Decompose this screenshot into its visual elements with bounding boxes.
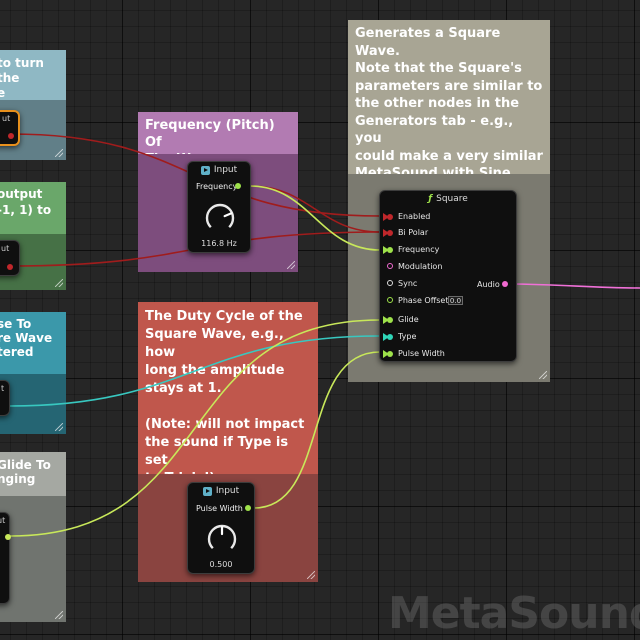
enabled-label: Enabled xyxy=(398,212,431,221)
bipolar-input-node[interactable]: ut xyxy=(0,240,20,276)
square-node-title: Square xyxy=(436,193,468,204)
type-pin-dot xyxy=(387,334,393,340)
sync-label: Sync xyxy=(398,279,418,288)
modulation-pin[interactable] xyxy=(387,263,393,269)
glide-input-title: ut xyxy=(0,516,6,525)
comment-type-text: se To re Wave tered xyxy=(0,317,53,359)
type-input-title: t xyxy=(1,384,5,393)
pulse-width-knob[interactable] xyxy=(202,517,242,557)
comment-resize-handle[interactable] xyxy=(307,571,315,579)
glide-input-node[interactable]: ut xyxy=(0,512,11,604)
comment-resize-handle[interactable] xyxy=(287,261,295,269)
phase-offset-label: Phase Offset xyxy=(398,296,449,305)
bipolar-output-pin[interactable] xyxy=(7,264,13,270)
enabled-input-title: ut xyxy=(2,114,11,123)
pulse-width-input-label: Pulse Width xyxy=(398,349,445,358)
enabled-output-pin[interactable] xyxy=(8,133,14,139)
enabled-pin-dot xyxy=(387,214,393,220)
comment-duty-cycle-text: The Duty Cycle of the Square Wave, e.g.,… xyxy=(138,302,318,474)
function-icon: ƒ xyxy=(428,193,433,204)
pulse-width-pin-dot xyxy=(387,351,393,357)
bipolar-label: Bi Polar xyxy=(398,228,429,237)
type-label: Type xyxy=(398,332,417,341)
modulation-label: Modulation xyxy=(398,262,443,271)
frequency-input-header: Input xyxy=(188,162,250,178)
bipolar-pin-dot xyxy=(387,230,393,236)
type-pin[interactable] xyxy=(383,333,389,341)
comment-resize-handle[interactable] xyxy=(55,423,63,431)
input-icon xyxy=(202,486,212,496)
audio-output-label: Audio xyxy=(477,280,500,289)
frequency-pin[interactable] xyxy=(383,246,389,254)
metasounds-watermark: MetaSounds xyxy=(388,588,640,639)
frequency-output-pin[interactable] xyxy=(235,183,241,189)
phase-offset-input[interactable]: 0.0 xyxy=(448,296,463,305)
audio-output-pin[interactable] xyxy=(502,281,508,287)
comment-resize-handle[interactable] xyxy=(55,149,63,157)
enabled-pin[interactable] xyxy=(383,213,389,221)
knob-track xyxy=(205,203,235,229)
pulse-width-input-node[interactable]: Input Pulse Width 0.500 xyxy=(187,482,255,574)
glide-label: Glide xyxy=(398,315,419,324)
bipolar-input-title: ut xyxy=(1,244,10,253)
type-input-node[interactable]: t xyxy=(0,380,10,416)
sync-pin[interactable] xyxy=(387,280,393,286)
pulse-width-label: Pulse Width xyxy=(196,504,243,513)
frequency-input-node[interactable]: Input Frequency 116.8 Hz xyxy=(187,161,251,253)
comment-resize-handle[interactable] xyxy=(539,371,547,379)
square-node-header: ƒ Square xyxy=(380,191,516,206)
comment-bipolar-text: output -1, 1) to xyxy=(0,187,52,217)
knob-indicator xyxy=(223,212,233,218)
frequency-label: Frequency xyxy=(196,182,238,191)
comment-resize-handle[interactable] xyxy=(55,279,63,287)
comment-square-text: Generates a Square Wave. Note that the S… xyxy=(348,20,550,174)
comment-type[interactable]: se To re Wave tered xyxy=(0,312,66,434)
glide-output-pin[interactable] xyxy=(5,534,11,540)
pulse-width-output-pin[interactable] xyxy=(245,505,251,511)
input-icon xyxy=(200,165,210,175)
glide-pin-dot xyxy=(387,317,393,323)
enabled-input-node[interactable]: ut xyxy=(0,110,20,146)
comment-enable-text: to turn the e n and off xyxy=(0,56,44,100)
pulse-width-value: 0.500 xyxy=(209,560,233,569)
frequency-pin-dot xyxy=(387,247,393,253)
comment-frequency-text: Frequency (Pitch) Of The Wave xyxy=(138,112,298,154)
comment-resize-handle[interactable] xyxy=(55,611,63,619)
bipolar-pin[interactable] xyxy=(383,229,389,237)
pulse-width-input-header: Input xyxy=(188,483,254,499)
frequency-input-label: Frequency xyxy=(398,245,440,254)
frequency-knob[interactable] xyxy=(200,196,240,236)
phase-offset-pin[interactable] xyxy=(387,297,393,303)
glide-pin[interactable] xyxy=(383,316,389,324)
square-node[interactable]: ƒ Square Enabled Bi Polar Frequency Modu… xyxy=(379,190,517,362)
frequency-input-title: Input xyxy=(213,165,238,175)
pulse-width-input-title: Input xyxy=(215,486,240,496)
comment-glide-text: Glide To nging xyxy=(0,458,51,486)
pulse-width-pin[interactable] xyxy=(383,350,389,358)
frequency-value: 116.8 Hz xyxy=(201,239,237,248)
